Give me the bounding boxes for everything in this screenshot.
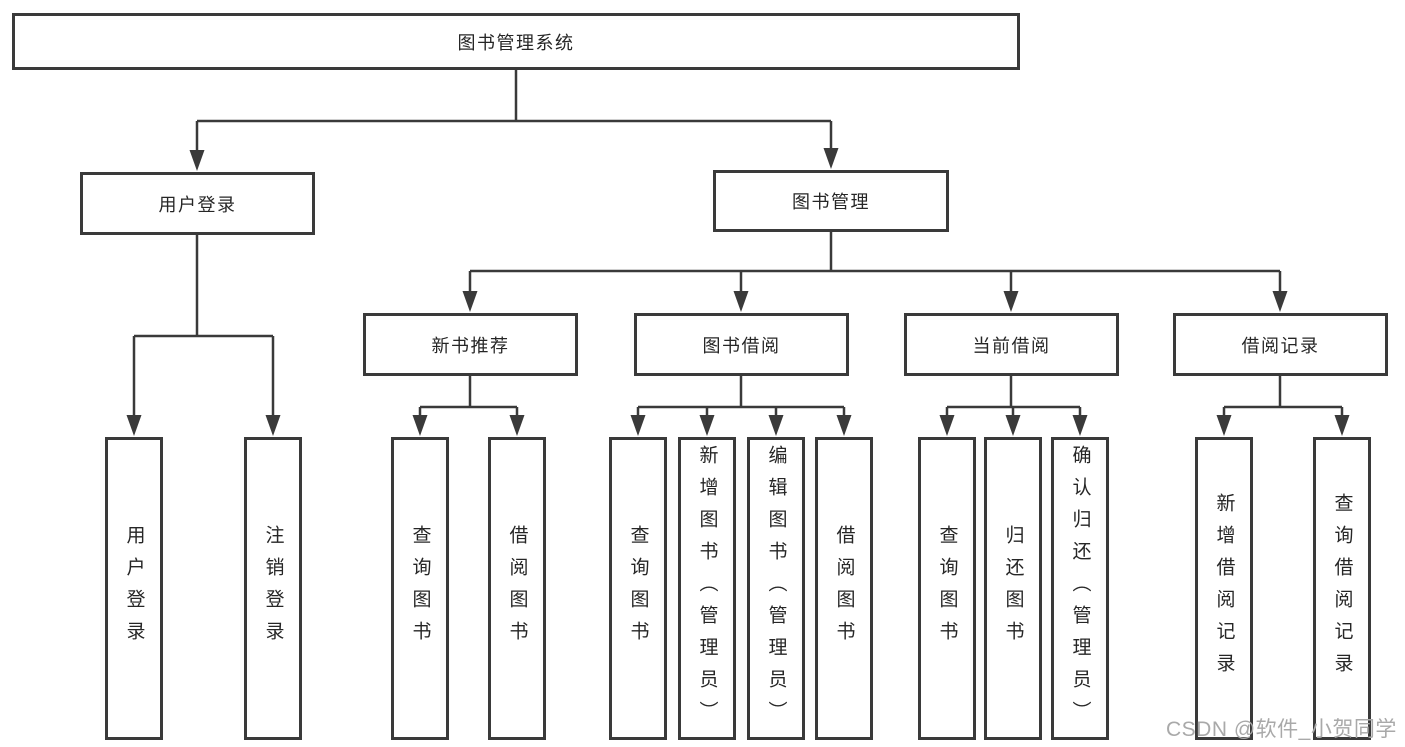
node-label: 新增借阅记录: [1213, 492, 1235, 685]
node-label: 查询图书: [936, 524, 958, 653]
leaf-confirm-return-admin: 确认归还（管理员）: [1051, 437, 1109, 740]
csdn-watermark: CSDN @软件_小贺同学: [1166, 718, 1397, 741]
node-label: 确认归还（管理员）: [1069, 444, 1091, 733]
leaf-query-books-borrow: 查询图书: [609, 437, 667, 740]
leaf-return-books: 归还图书: [984, 437, 1042, 740]
connector-new-book-branch: [418, 376, 519, 418]
leaf-borrow-books-recommend: 借阅图书: [488, 437, 546, 740]
node-label: 图书管理: [792, 192, 870, 212]
leaf-edit-books-admin: 编辑图书（管理员）: [747, 437, 805, 740]
node-label: 用户登录: [158, 194, 237, 215]
leaf-borrow-books: 借阅图书: [815, 437, 873, 740]
node-user-login: 用户登录: [80, 172, 315, 235]
connector-borrow-record-branch: [1222, 376, 1344, 418]
node-new-book-recommend: 新书推荐: [363, 313, 578, 376]
leaf-query-books-recommend: 查询图书: [391, 437, 449, 740]
connector-user-login-branch: [132, 235, 275, 418]
connector-current-borrow-branch: [945, 376, 1082, 418]
node-label: 图书借阅: [702, 335, 781, 356]
node-label: 用户登录: [123, 524, 145, 653]
node-label: 当前借阅: [972, 335, 1051, 356]
node-library-management-system: 图书管理系统: [12, 13, 1020, 70]
connector-root-to-level2: [195, 70, 833, 153]
connector-book-management-branch: [468, 232, 1282, 294]
node-label: 借阅图书: [506, 524, 528, 653]
leaf-add-books-admin: 新增图书（管理员）: [678, 437, 736, 740]
node-book-borrow: 图书借阅: [634, 313, 849, 376]
node-label: 归还图书: [1002, 524, 1024, 653]
leaf-logout: 注销登录: [244, 437, 302, 740]
leaf-user-login: 用户登录: [105, 437, 163, 740]
node-label: 新增图书（管理员）: [696, 444, 718, 733]
leaf-query-borrow-record: 查询借阅记录: [1313, 437, 1371, 740]
arrowheads: [126, 148, 1350, 436]
connector-book-borrow-branch: [636, 376, 846, 418]
node-current-borrow: 当前借阅: [904, 313, 1119, 376]
node-book-management: 图书管理: [713, 170, 949, 232]
node-label: 借阅记录: [1241, 335, 1320, 356]
node-label: 新书推荐: [431, 335, 510, 356]
node-label: 借阅图书: [833, 524, 855, 653]
leaf-query-books-current: 查询图书: [918, 437, 976, 740]
node-label: 查询借阅记录: [1331, 492, 1353, 685]
node-borrow-record: 借阅记录: [1173, 313, 1388, 376]
node-label: 图书管理系统: [457, 32, 575, 53]
node-label: 查询图书: [409, 524, 431, 653]
node-label: 编辑图书（管理员）: [765, 444, 787, 733]
leaf-add-borrow-record: 新增借阅记录: [1195, 437, 1253, 740]
node-label: 查询图书: [627, 524, 649, 653]
node-label: 注销登录: [262, 524, 284, 653]
